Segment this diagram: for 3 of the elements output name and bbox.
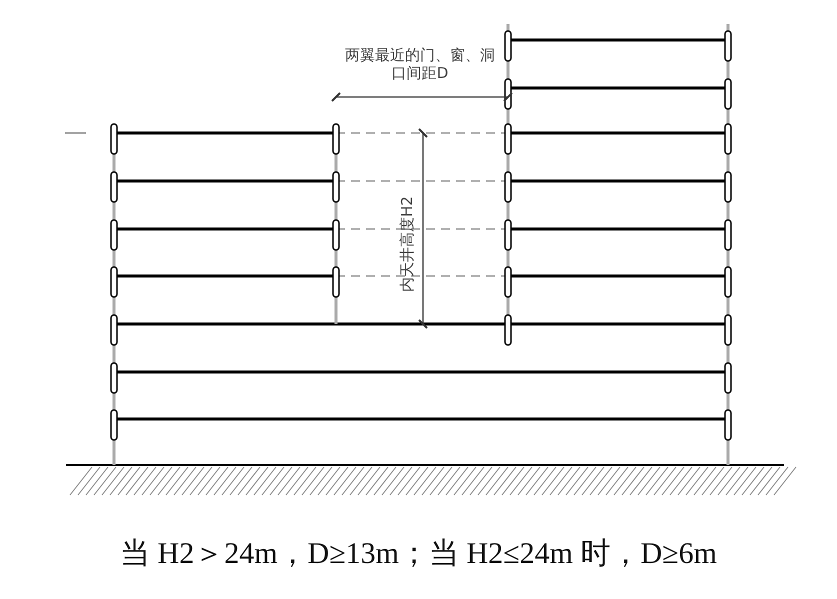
dimension-label: 内天井高度H2: [398, 196, 416, 292]
caption: 当 H2＞24m，D≥13m；当 H2≤24m 时，D≥6m: [119, 536, 718, 572]
dimension-label: 两翼最近的门、窗、洞口间距D: [344, 46, 496, 82]
